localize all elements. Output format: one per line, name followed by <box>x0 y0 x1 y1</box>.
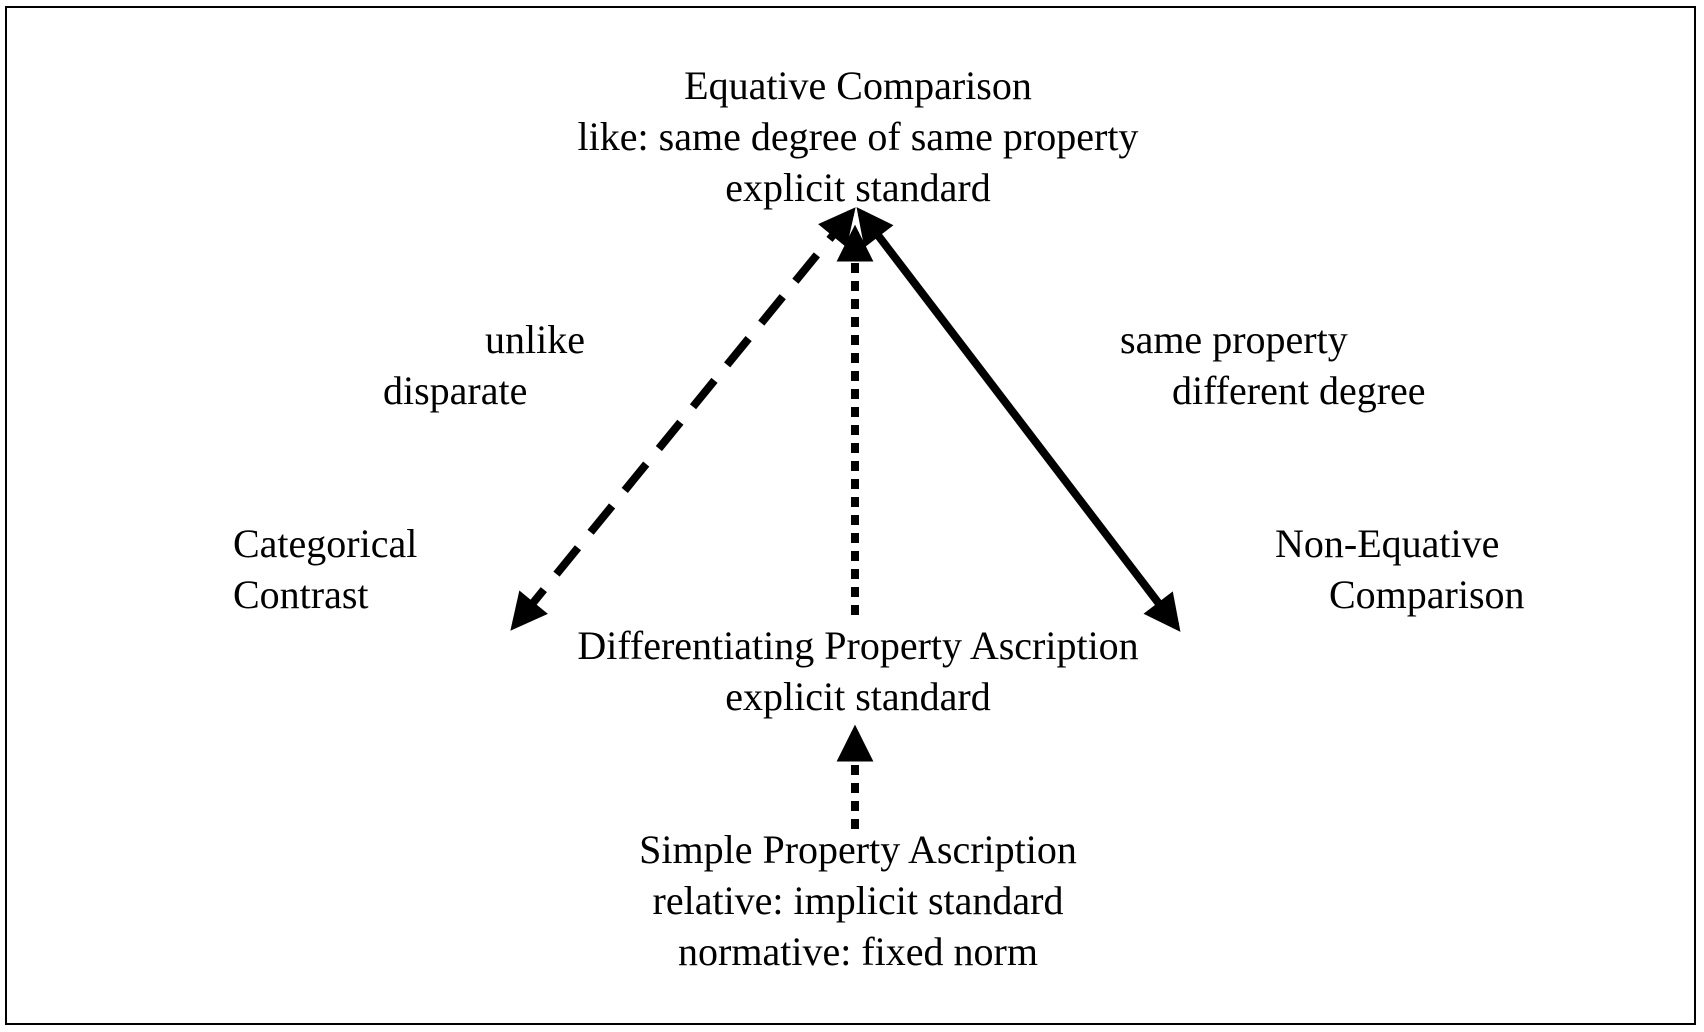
node-title: Simple Property Ascription <box>639 827 1077 872</box>
edge-label-same-property-different-degree: same property different degree <box>1120 314 1426 416</box>
node-title: Categorical <box>233 521 418 566</box>
node-title: Equative Comparison <box>684 63 1032 108</box>
node-title: Non-Equative <box>1275 521 1500 566</box>
node-line: normative: fixed norm <box>678 929 1038 974</box>
node-title: Contrast <box>233 572 369 617</box>
node-title: Differentiating Property Ascription <box>577 623 1139 668</box>
edge-label-line: unlike <box>485 317 585 362</box>
node-line: like: same degree of same property <box>577 114 1139 159</box>
edge-equative-non-equative <box>856 207 1181 632</box>
edge-label-line: disparate <box>383 368 528 413</box>
node-non-equative-comparison: Non-Equative Comparison <box>1275 518 1525 620</box>
edge-label-line: different degree <box>1172 368 1426 413</box>
edge-label-line: same property <box>1120 317 1348 362</box>
node-differentiating-property-ascription: Differentiating Property Ascription expl… <box>577 620 1138 722</box>
edge-equative-categorical <box>510 207 856 631</box>
diagram-frame <box>5 6 1696 1025</box>
node-categorical-contrast: Categorical Contrast <box>233 518 417 620</box>
node-line: explicit standard <box>725 674 991 719</box>
node-line: relative: implicit standard <box>652 878 1064 923</box>
node-line: explicit standard <box>725 165 991 210</box>
node-equative-comparison: Equative Comparison like: same degree of… <box>578 60 1139 213</box>
node-simple-property-ascription: Simple Property Ascription relative: imp… <box>639 824 1077 977</box>
node-title: Comparison <box>1329 572 1525 617</box>
edge-label-unlike-disparate: unlike disparate <box>383 314 585 416</box>
